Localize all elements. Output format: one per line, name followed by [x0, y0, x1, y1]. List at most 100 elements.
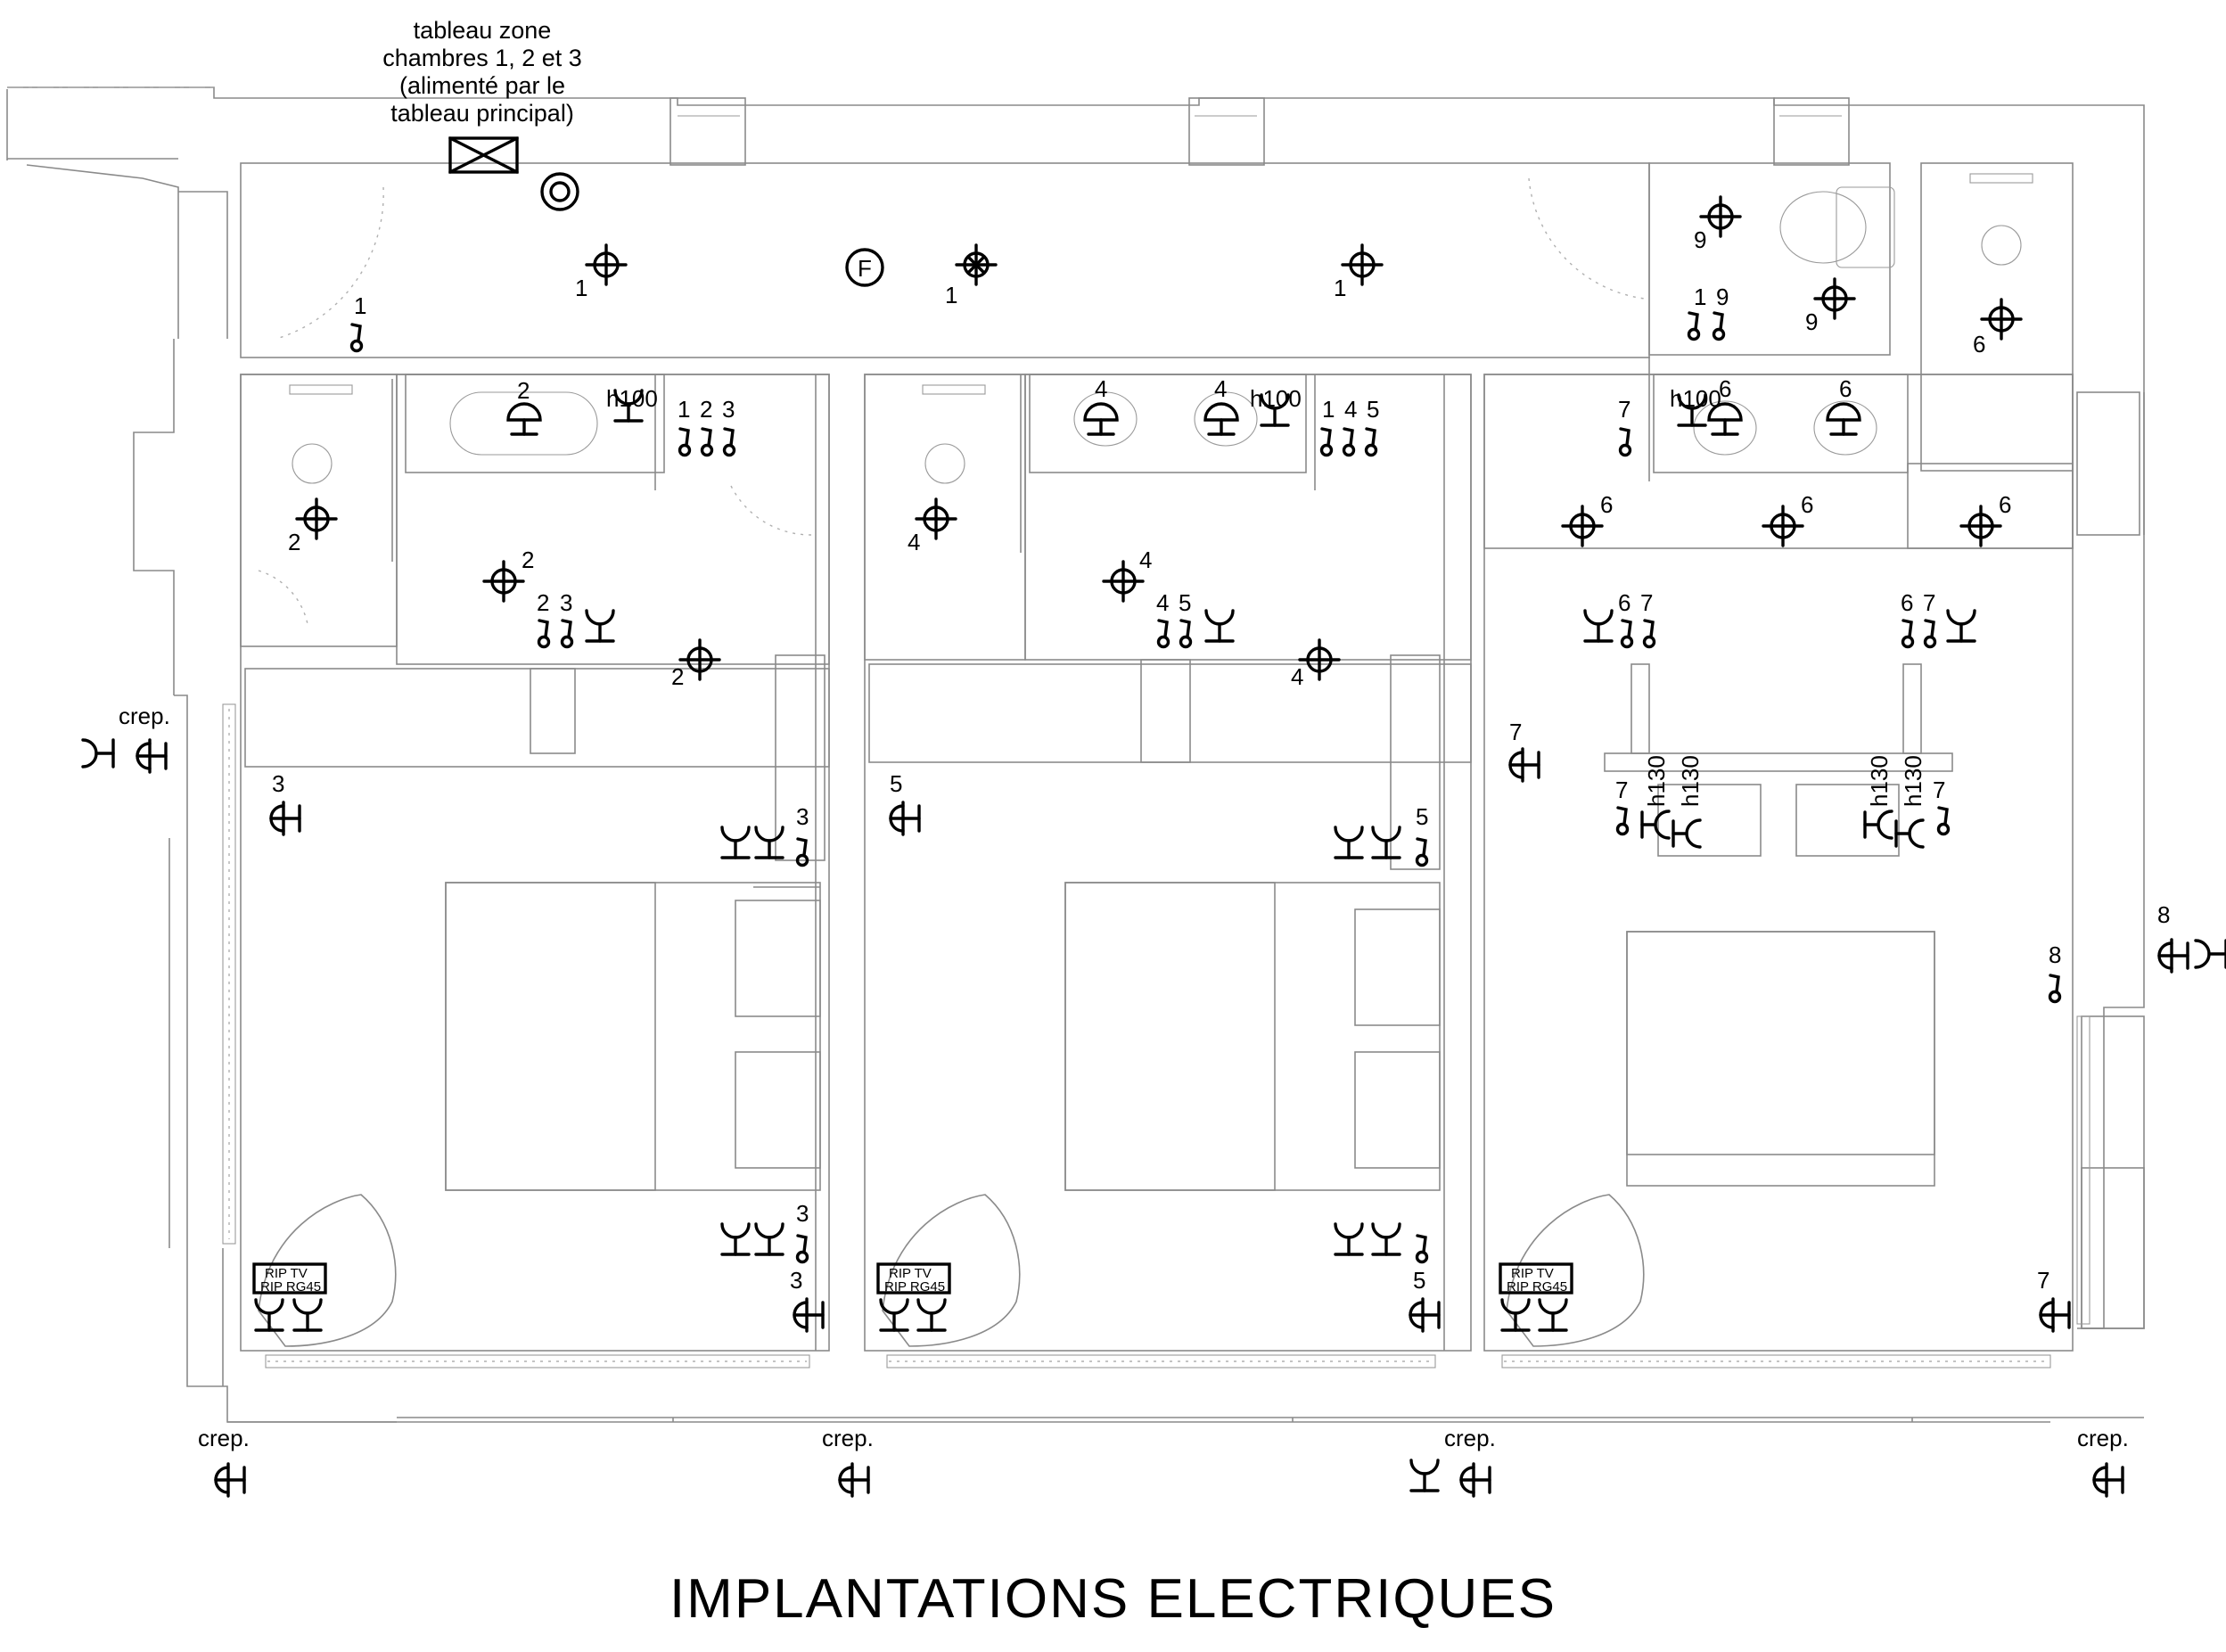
circuit-label: 6: [1618, 589, 1630, 616]
circuit-label: 5: [1179, 589, 1191, 616]
light-icon: [1341, 243, 1384, 286]
circuit-label: 6: [1600, 491, 1613, 518]
circuit-label: 2: [671, 663, 684, 690]
switch-icon: [678, 427, 692, 457]
h130-label: h130: [1677, 755, 1704, 807]
switch-icon: [1342, 427, 1356, 457]
circuit-label: 9: [1716, 284, 1729, 310]
panel-note: tableau zone chambres 1, 2 et 3 (aliment…: [382, 17, 582, 127]
socket-icon: [720, 1222, 751, 1256]
wall-light-icon: [1508, 747, 1540, 783]
circuit-label: 8: [2157, 901, 2170, 928]
circuit-label: 1: [1334, 275, 1346, 301]
circuit-label: 6: [1801, 491, 1813, 518]
light-icon: [1102, 560, 1145, 603]
outdoor-light-icon: [214, 1462, 246, 1498]
switch-icon: [1712, 311, 1726, 341]
circuit-label: 2: [537, 589, 549, 616]
fan-label: F: [858, 255, 872, 282]
socket-icon: [754, 826, 784, 859]
rj45-socket-icon: [1538, 1298, 1568, 1332]
rj45-socket-icon: [916, 1298, 947, 1332]
switch-icon: [1901, 619, 1915, 649]
circuit-label: 7: [2037, 1267, 2049, 1294]
switch-icon: [1364, 427, 1378, 457]
walls: [6, 86, 2145, 1423]
circuit-label: 9: [1805, 308, 1818, 335]
switch-icon: [1319, 427, 1334, 457]
rj45-socket-icon: [292, 1298, 323, 1332]
circuit-label: 4: [1156, 589, 1169, 616]
outdoor-light-icon: [136, 738, 168, 774]
circuit-label: 4: [1214, 375, 1227, 402]
circuit-label: 3: [790, 1267, 802, 1294]
circuit-label: 6: [1839, 375, 1852, 402]
wall-light-icon: [269, 801, 301, 836]
circuit-label: 4: [1139, 547, 1152, 573]
rip-rg45-label: RIP RG45: [260, 1279, 321, 1294]
wall-light-icon: [2039, 1297, 2071, 1333]
crep-label: crep.: [1444, 1425, 1496, 1451]
switch-icon: [1415, 837, 1429, 867]
circuit-label: 2: [700, 396, 712, 423]
circuit-label: 5: [1413, 1267, 1425, 1294]
switch-icon: [1687, 311, 1701, 341]
switch-icon: [795, 837, 809, 867]
circuit-label: 7: [1509, 719, 1522, 745]
circuit-label: 1: [575, 275, 587, 301]
panel-note-line: chambres 1, 2 et 3: [382, 45, 582, 71]
drawing-title: IMPLANTATIONS ELECTRIQUES: [669, 1568, 1557, 1630]
circuit-label: 6: [1901, 589, 1913, 616]
circuit-label: 3: [722, 396, 735, 423]
circuit-label: 1: [678, 396, 690, 423]
light-icon: [678, 638, 721, 681]
socket-h130-icon: [1640, 810, 1671, 840]
circuit-label: 3: [272, 770, 284, 797]
circuit-label: 3: [560, 589, 572, 616]
tv-socket-icon: [1500, 1298, 1531, 1332]
panel-note-line: tableau principal): [390, 100, 574, 127]
circuit-label: 5: [890, 770, 902, 797]
circuit-label: 2: [517, 377, 530, 404]
socket-icon: [1371, 826, 1401, 859]
rip-tv-label: RIP TV: [265, 1266, 308, 1281]
emergency-light-icon: [955, 243, 998, 286]
rip-tv-label: RIP TV: [889, 1266, 932, 1281]
mirror-light-icon: [1203, 402, 1239, 436]
panel-note-line: (alimenté par le: [399, 72, 565, 99]
outdoor-light-icon: [838, 1462, 870, 1498]
socket-icon: [1371, 1222, 1401, 1256]
panel-symbol: [448, 136, 519, 174]
circuit-label: 6: [1719, 375, 1731, 402]
socket-icon: [1946, 609, 1976, 643]
switch-icon: [2048, 974, 2062, 1004]
light-icon: [1980, 298, 2023, 341]
circuit-label: 3: [796, 1200, 809, 1227]
socket-h130-icon: [1894, 818, 1925, 849]
h100-label: h100: [606, 385, 658, 412]
h130-label: h130: [1643, 755, 1670, 807]
circuit-label: 5: [1367, 396, 1379, 423]
wall-light-icon: [1409, 1297, 1441, 1333]
crep-label: crep.: [2077, 1425, 2129, 1451]
light-icon: [1699, 195, 1742, 238]
mirror-light-icon: [1826, 402, 1861, 436]
circuit-label: 7: [1933, 777, 1945, 803]
socket-icon: [1334, 826, 1364, 859]
circuit-label: 5: [1416, 803, 1428, 830]
switch-icon: [795, 1234, 809, 1264]
socket-icon: [754, 1222, 784, 1256]
socket-icon: [1204, 609, 1235, 643]
circuit-label: 6: [1999, 491, 2011, 518]
circuit-label: 1: [1322, 396, 1335, 423]
rip-tv-label: RIP TV: [1511, 1266, 1554, 1281]
crep-label: crep.: [119, 703, 170, 729]
socket-icon: [81, 738, 115, 768]
switch-icon: [1179, 619, 1193, 649]
light-icon: [585, 243, 628, 286]
annotations: h100 h100 h100 h130 h130 h130 h130 crep.…: [119, 385, 2129, 1451]
switch-icon: [1642, 619, 1656, 649]
circuit-label: 7: [1615, 777, 1628, 803]
h130-label: h130: [1900, 755, 1926, 807]
